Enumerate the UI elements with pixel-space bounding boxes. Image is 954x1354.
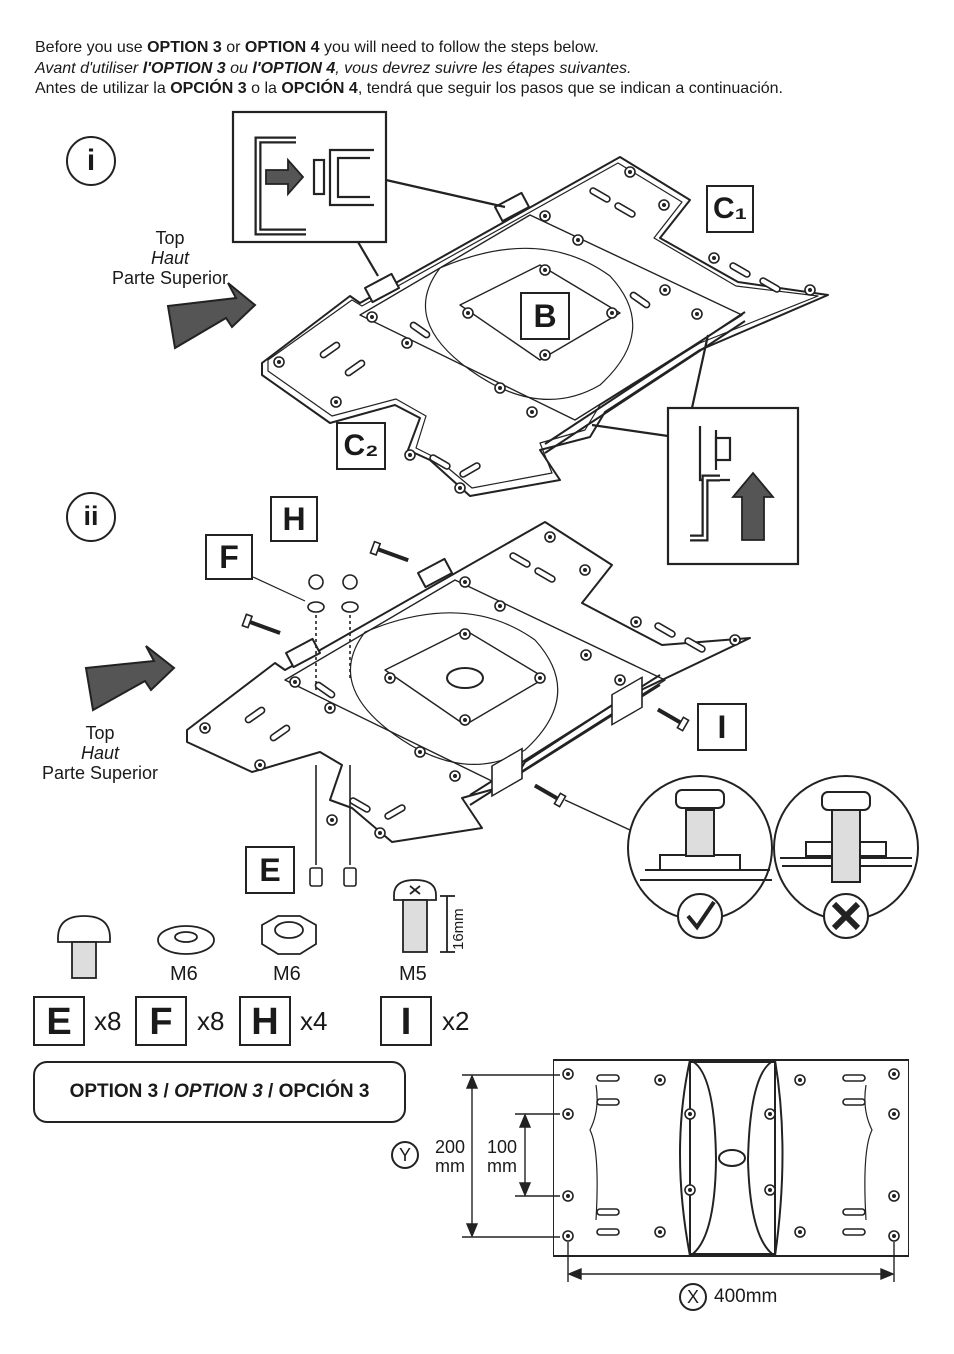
top-label-fr: Haut xyxy=(80,743,120,763)
intro-text: Before you use OPTION 3 or OPTION 4 you … xyxy=(35,38,783,100)
screw-size: M5 xyxy=(399,963,427,985)
top-label-en: Top xyxy=(85,723,115,743)
washer-size: M6 xyxy=(170,963,198,985)
inset-top xyxy=(231,110,506,277)
qty-box-E: E xyxy=(33,996,85,1046)
top-arrow-1 xyxy=(166,282,257,350)
label-C2: C₂ xyxy=(336,422,386,470)
part-H-nut xyxy=(261,915,317,955)
qty-I: x2 xyxy=(442,1006,470,1036)
top-label-fr: Haut xyxy=(150,248,190,268)
nut-size: M6 xyxy=(273,963,301,985)
dimension-lines xyxy=(462,1074,895,1282)
qty-box-F: F xyxy=(135,996,187,1046)
label-H: H xyxy=(270,496,318,542)
part-I-screw xyxy=(393,879,455,953)
top-label-2: Top Haut Parte Superior xyxy=(25,723,175,783)
top-label-es: Parte Superior xyxy=(41,763,159,783)
x-axis-marker: X xyxy=(679,1283,707,1311)
step-marker-1: i xyxy=(66,136,116,186)
qty-F: x8 xyxy=(197,1006,225,1036)
intro-line-fr: Avant d'utiliser l'OPTION 3 ou l'OPTION … xyxy=(35,59,632,77)
intro-line-en: Before you use OPTION 3 or OPTION 4 you … xyxy=(35,39,599,56)
qty-box-H: H xyxy=(239,996,291,1046)
x-dimension: 400mm xyxy=(714,1286,778,1307)
label-F: F xyxy=(205,534,253,580)
label-B: B xyxy=(520,292,570,340)
intro-line-es: Antes de utilizar la OPCIÓN 3 o la OPCIÓ… xyxy=(35,80,783,97)
qty-box-I: I xyxy=(380,996,432,1046)
label-E: E xyxy=(245,846,295,894)
qty-H: x4 xyxy=(300,1006,328,1036)
part-F-washer xyxy=(157,925,215,955)
option3-plate xyxy=(553,1059,909,1257)
label-I: I xyxy=(697,703,747,751)
top-arrow-2 xyxy=(84,645,176,712)
y-axis-marker: Y xyxy=(391,1141,419,1169)
screw-length: 16mm xyxy=(450,908,467,950)
top-label-es: Parte Superior xyxy=(111,268,229,288)
option-3-label: OPTION 3 / OPTION 3 / OPCIÓN 3 xyxy=(33,1061,406,1123)
qty-E: x8 xyxy=(94,1006,122,1036)
detail-correct xyxy=(627,775,773,939)
part-E-bolt xyxy=(57,915,111,979)
inset-bottom xyxy=(591,334,800,566)
top-label-en: Top xyxy=(155,228,185,248)
detail-wrong xyxy=(773,775,919,939)
step2-hardware xyxy=(241,540,690,887)
step-marker-2: ii xyxy=(66,492,116,542)
top-label-1: Top Haut Parte Superior xyxy=(95,228,245,288)
label-C1: C₁ xyxy=(706,185,754,233)
